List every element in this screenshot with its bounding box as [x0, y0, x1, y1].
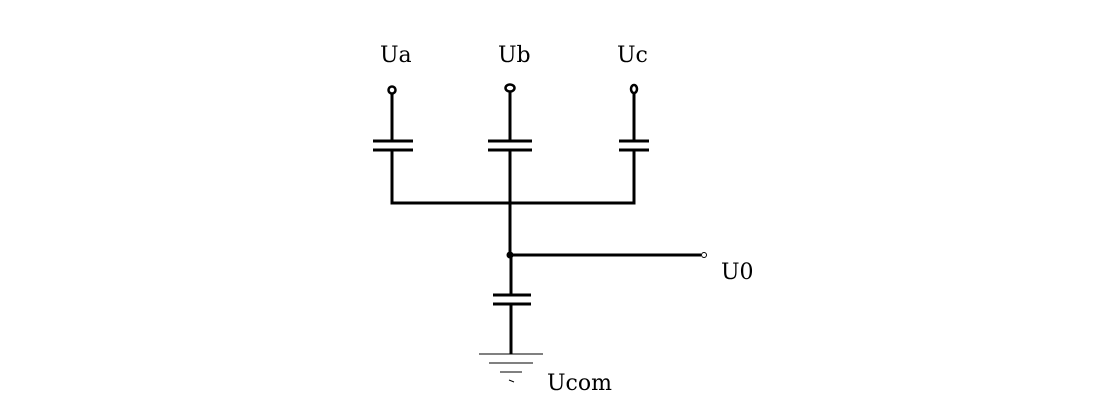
branch-c	[619, 83, 649, 203]
label-ua: Ua	[380, 43, 412, 68]
terminal-u0	[701, 252, 707, 258]
ground-line-4	[508, 379, 515, 383]
label-ub: Ub	[498, 43, 531, 68]
label-u0: U0	[721, 260, 754, 285]
label-ucom: Ucom	[547, 371, 612, 396]
capacitor-common	[493, 255, 531, 354]
terminal-uc	[629, 83, 639, 95]
ground-icon	[479, 353, 543, 383]
label-uc: Uc	[617, 43, 648, 68]
terminal-ub	[504, 83, 516, 93]
branch-b	[488, 83, 532, 203]
terminal-ua	[387, 85, 397, 95]
branch-a	[373, 85, 413, 203]
